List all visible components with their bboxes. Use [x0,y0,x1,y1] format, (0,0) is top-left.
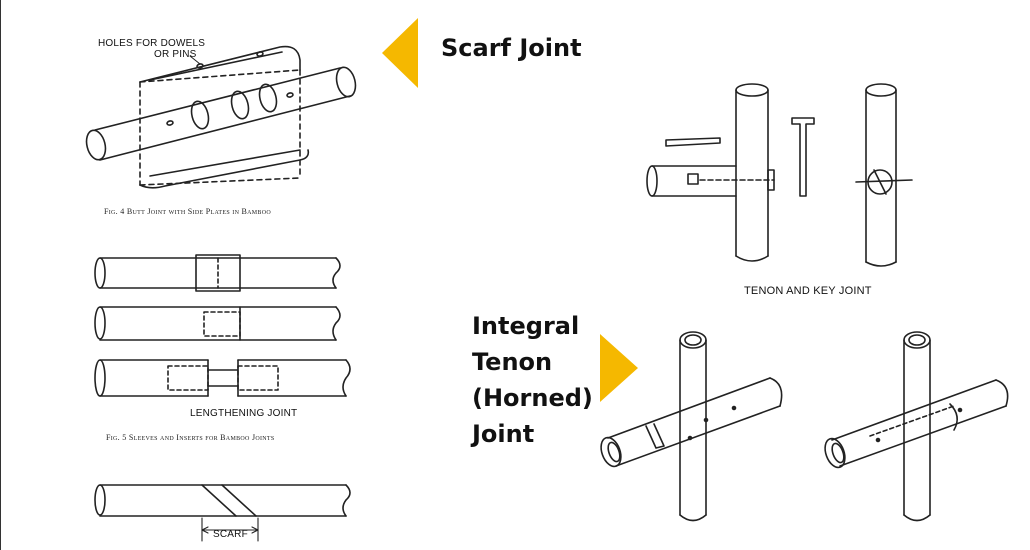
integral-tenon-title: Integral Tenon (Horned) Joint [472,308,593,452]
tenon-and-key-joint-label: TENON AND KEY JOINT [744,285,872,297]
tenon-and-key-joint-figure [646,83,913,267]
lengthening-joint-figure [94,254,351,397]
scarf-joint-figure [94,484,351,542]
left-pointing-triangle-icon [382,18,418,88]
integral-tenon-line-4: Joint [472,420,535,448]
scarf-label: SCARF [213,529,248,540]
right-pointing-triangle-icon [600,334,638,402]
butt-joint-with-side-plates-figure [85,45,357,189]
integral-tenon-line-3: (Horned) [472,384,593,412]
holes-label-line-2: OR PINS [154,49,197,60]
scarf-joint-title: Scarf Joint [441,34,582,62]
holes-for-dowels-label: HOLES FOR DOWELS OR PINS [98,38,205,60]
lengthening-joint-label: LENGTHENING JOINT [190,408,298,419]
fig4-caption: Fig. 4 Butt Joint with Side Plates in Ba… [104,207,271,216]
fig5-caption: Fig. 5 Sleeves and Inserts for Bamboo Jo… [106,433,275,442]
integral-tenon-joint-figure-1 [600,331,783,522]
integral-tenon-line-1: Integral [472,312,580,340]
integral-tenon-joint-figure-2 [824,331,1009,522]
holes-label-line-1: HOLES FOR DOWELS [98,38,206,49]
left-border-line [0,0,1,550]
integral-tenon-line-2: Tenon [472,348,553,376]
